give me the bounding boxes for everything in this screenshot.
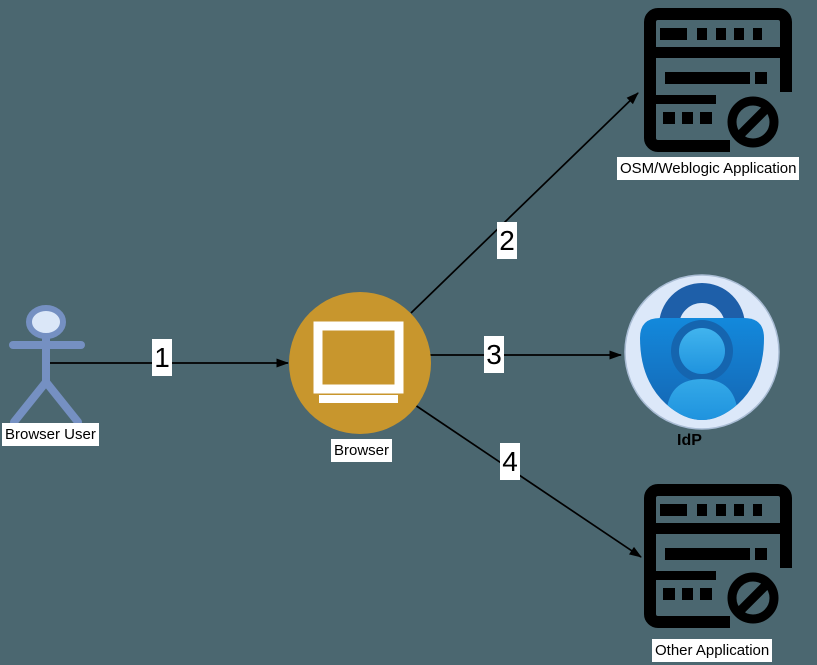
other-application-label: Other Application: [652, 639, 773, 662]
browser-label: Browser: [331, 439, 393, 462]
osm-server-icon: [650, 14, 792, 156]
idp-label: IdP: [677, 432, 702, 449]
edge-label-4: 4: [500, 443, 520, 480]
other-server-icon: [650, 490, 792, 632]
edge-label-3: 3: [484, 336, 504, 373]
edge-browser-to-osm: [410, 92, 639, 314]
edge-label-2: 2: [497, 222, 517, 259]
person-icon: [666, 320, 738, 420]
browser-user-actor-icon: [9, 305, 85, 426]
monitor-icon: [313, 321, 404, 403]
browser-user-label: Browser User: [2, 423, 99, 446]
edge-label-1: 1: [152, 339, 172, 376]
osm-application-label: OSM/Weblogic Application: [617, 157, 800, 180]
edge-browser-to-other: [414, 404, 642, 558]
idp-icon: [624, 274, 780, 430]
browser-node: [289, 292, 431, 434]
